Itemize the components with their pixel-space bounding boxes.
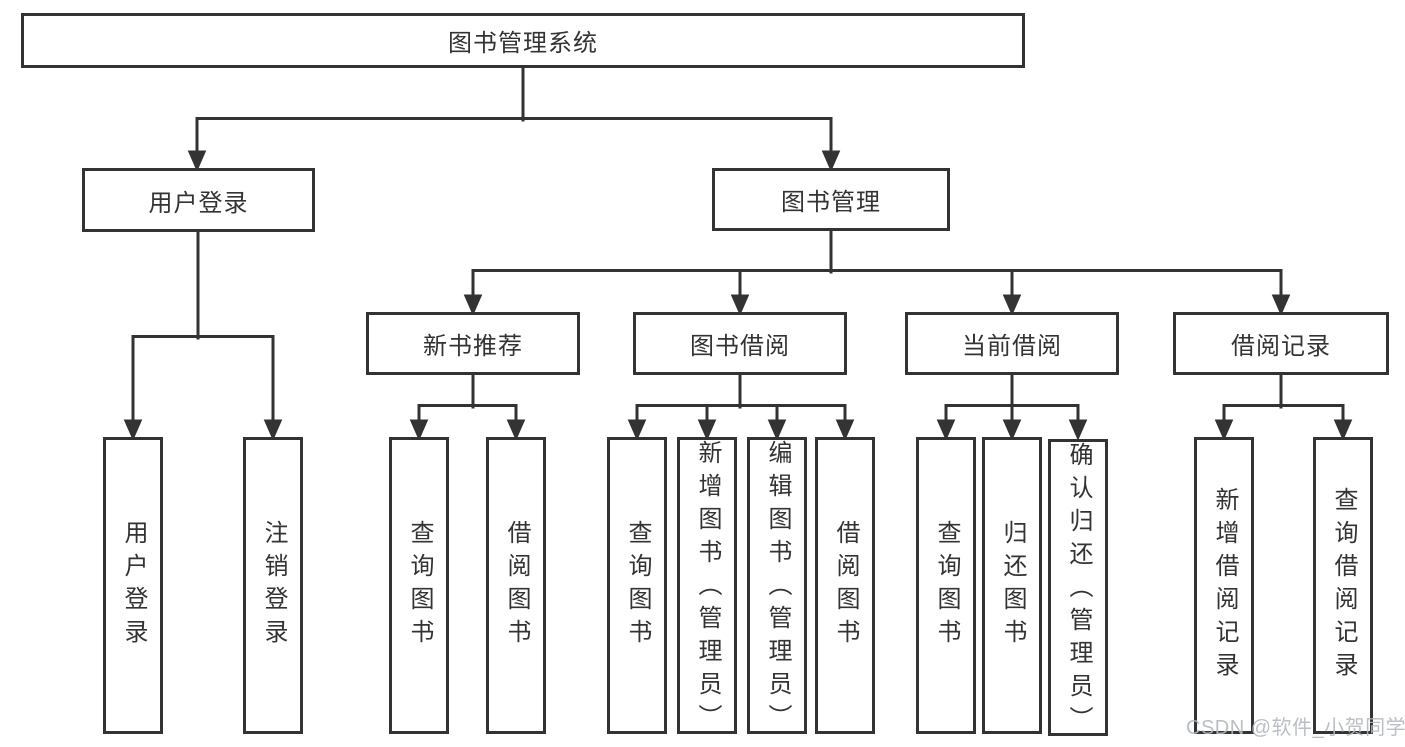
leaf-cb-query-books-label: 查询图书: [933, 519, 960, 652]
arrowhead-nbr-borrow: [506, 419, 526, 441]
node-borrow-record-label: 借阅记录: [1231, 333, 1331, 360]
leaf-cb-confirm-return-admin: 确认归还（管理员）: [1048, 439, 1108, 739]
arrowhead-cb-confirm: [1068, 419, 1088, 441]
leaf-logout: 注销登录: [243, 437, 303, 734]
node-root-system: 图书管理系统: [21, 13, 1025, 68]
leaf-cb-return-books: 归还图书: [982, 437, 1042, 734]
node-new-book-recommend: 新书推荐: [366, 312, 580, 375]
leaf-bb-query-books-label: 查询图书: [624, 519, 651, 652]
leaf-br-add-record: 新增借阅记录: [1194, 437, 1254, 734]
node-new-book-recommend-label: 新书推荐: [423, 333, 523, 360]
arrowhead-bb-add: [697, 419, 717, 441]
arrowhead-cb-return: [1002, 419, 1022, 441]
leaf-cb-confirm-return-admin-label: 确认归还（管理员）: [1065, 442, 1092, 739]
csdn-watermark: CSDN @软件_小贺同学: [1186, 717, 1405, 739]
node-book-borrow: 图书借阅: [633, 312, 847, 375]
arrowhead-current-borrow: [1002, 294, 1022, 316]
node-current-borrow-label: 当前借阅: [962, 333, 1062, 360]
leaf-cb-query-books: 查询图书: [916, 437, 976, 734]
arrowhead-bb-query: [627, 419, 647, 441]
leaf-nbr-query-books: 查询图书: [389, 437, 449, 734]
leaf-bb-add-books-admin-label: 新增图书（管理员）: [694, 440, 721, 737]
arrowhead-book-borrow: [730, 294, 750, 316]
node-user-login: 用户登录: [82, 168, 315, 232]
arrowhead-leaf-user-login: [123, 419, 143, 441]
arrowhead-book-management: [821, 150, 841, 172]
arrowhead-user-login: [187, 150, 207, 172]
leaf-bb-borrow-books-label: 借阅图书: [832, 519, 859, 652]
node-book-borrow-label: 图书借阅: [690, 333, 790, 360]
leaf-user-login-label: 用户登录: [120, 519, 147, 652]
leaf-cb-return-books-label: 归还图书: [999, 519, 1026, 652]
leaf-br-query-record: 查询借阅记录: [1313, 437, 1373, 734]
node-book-management-label: 图书管理: [781, 189, 881, 216]
leaf-br-query-record-label: 查询借阅记录: [1330, 486, 1357, 685]
leaf-bb-edit-books-admin-label: 编辑图书（管理员）: [764, 440, 791, 737]
leaf-bb-borrow-books: 借阅图书: [815, 437, 875, 734]
arrowhead-br-add: [1214, 419, 1234, 441]
leaf-bb-query-books: 查询图书: [607, 437, 667, 734]
arrowhead-leaf-logout: [263, 419, 283, 441]
arrowhead-nbr-query: [409, 419, 429, 441]
leaf-bb-edit-books-admin: 编辑图书（管理员）: [747, 437, 807, 737]
arrowhead-new-book-recommend: [463, 294, 483, 316]
node-book-management: 图书管理: [712, 168, 950, 231]
leaf-br-add-record-label: 新增借阅记录: [1211, 486, 1238, 685]
leaf-nbr-query-books-label: 查询图书: [406, 519, 433, 652]
leaf-bb-add-books-admin: 新增图书（管理员）: [677, 437, 737, 737]
arrowhead-bb-edit: [767, 419, 787, 441]
node-user-login-label: 用户登录: [148, 189, 249, 217]
node-root-label: 图书管理系统: [448, 30, 598, 57]
leaf-nbr-borrow-books: 借阅图书: [486, 437, 546, 734]
arrowhead-bb-borrow: [835, 419, 855, 441]
arrowhead-cb-query: [936, 419, 956, 441]
leaf-user-login: 用户登录: [103, 437, 163, 734]
node-current-borrow: 当前借阅: [905, 312, 1119, 375]
node-borrow-record: 借阅记录: [1173, 312, 1389, 375]
leaf-nbr-borrow-books-label: 借阅图书: [503, 519, 530, 652]
arrowhead-br-query: [1333, 419, 1353, 441]
arrowhead-borrow-record: [1271, 294, 1291, 316]
leaf-logout-label: 注销登录: [260, 519, 287, 652]
